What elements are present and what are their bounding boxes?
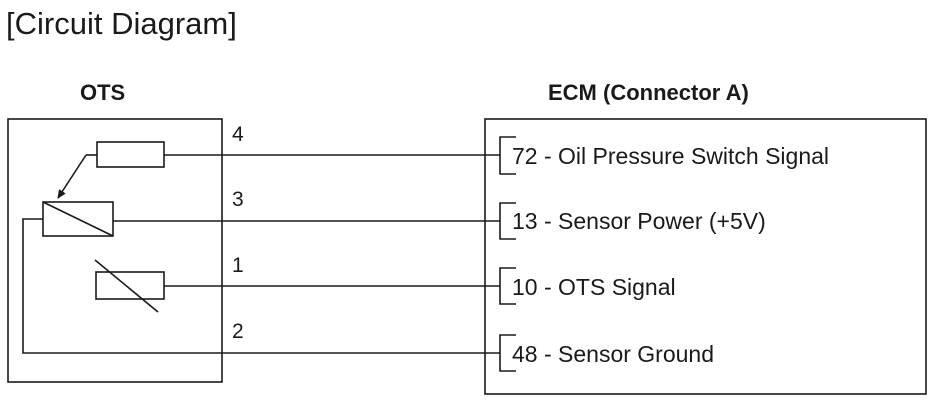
pin-number-2: 2 — [232, 320, 244, 343]
ecm-label: ECM (Connector A) — [548, 80, 749, 105]
signal-label-48: 48 - Sensor Ground — [512, 341, 715, 367]
thermistor — [95, 271, 165, 300]
signal-label-13: 13 - Sensor Power (+5V) — [512, 208, 766, 234]
signal-label-72: 72 - Oil Pressure Switch Signal — [512, 143, 830, 169]
diagram-title: [Circuit Diagram] — [6, 6, 237, 41]
potentiometer-diagonal — [42, 201, 114, 237]
terminal-72 — [499, 136, 516, 175]
ots-label: OTS — [80, 80, 126, 105]
pin-number-3: 3 — [232, 188, 244, 211]
wiper-arrow — [57, 154, 87, 199]
signal-label-10: 10 - OTS Signal — [512, 274, 676, 300]
terminal-13 — [499, 202, 516, 240]
thermistor-diagonal — [94, 259, 159, 313]
pin-number-1: 1 — [232, 254, 244, 277]
wire-pin-2 — [22, 218, 500, 354]
terminal-48 — [499, 334, 516, 372]
pin-number-4: 4 — [232, 123, 244, 146]
oil-pressure-switch-resistor — [96, 141, 165, 168]
ots-box — [7, 118, 223, 383]
terminal-10 — [499, 267, 516, 305]
ecm-box — [484, 118, 927, 395]
